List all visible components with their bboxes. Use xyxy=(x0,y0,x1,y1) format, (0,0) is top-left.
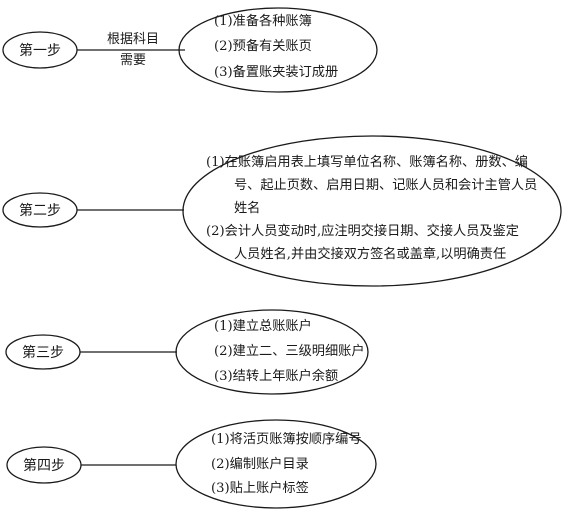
step-4-detail-ellipse xyxy=(175,419,377,509)
step-1-group: 第一步 根据科目 需要 (1)准备各种账簿 (2)预备有关账页 (3)备置账夹装… xyxy=(2,7,378,93)
step-3-label: 第三步 xyxy=(22,344,64,361)
step-4-group: 第四步 (1)将活页账簿按顺序编号 (2)编制账户目录 (3)贴上账户标签 xyxy=(6,419,377,509)
step-4-item-3: (3)贴上账户标签 xyxy=(211,479,309,496)
step-4-label: 第四步 xyxy=(23,457,65,474)
step-3-detail-ellipse xyxy=(175,309,369,395)
step-1-item-3: (3)备置账夹装订成册 xyxy=(214,63,338,80)
step-2-item-1-line-3: 姓名 xyxy=(234,200,260,216)
step-3-item-1: (1)建立总账账户 xyxy=(214,317,312,334)
step-2-item-1-line-2: 号、起止页数、启用日期、记账人员和会计主管人员 xyxy=(234,177,537,193)
step-3-group: 第三步 (1)建立总账账户 (2)建立二、三级明细账户 (3)结转上年账户余额 xyxy=(5,309,369,395)
step-2-item-2-line-2: 人员姓名,并由交接双方签名或盖章,以明确责任 xyxy=(234,245,506,262)
step-4-item-1: (1)将活页账簿按顺序编号 xyxy=(211,431,362,447)
step-1-item-1: (1)准备各种账簿 xyxy=(214,12,312,29)
step-3-item-3: (3)结转上年账户余额 xyxy=(214,367,338,384)
step-1-item-2: (2)预备有关账页 xyxy=(214,37,312,54)
step-1-label: 第一步 xyxy=(19,42,61,59)
step-2-item-2-line-1: (2)会计人员变动时,应注明交接日期、交接人员及鉴定 xyxy=(206,222,519,239)
step-2-group: 第二步 (1)在账簿启用表上填写单位名称、账簿名称、册数、编 号、起止页数、启用… xyxy=(2,135,562,287)
step-4-item-2: (2)编制账户目录 xyxy=(211,455,309,472)
step-2-detail-ellipse xyxy=(182,135,562,287)
step-2-label: 第二步 xyxy=(19,202,61,219)
step-2-item-1-line-1: (1)在账簿启用表上填写单位名称、账簿名称、册数、编 xyxy=(206,154,528,170)
step-1-note-line-2: 需要 xyxy=(120,53,146,68)
step-3-item-2: (2)建立二、三级明细账户 xyxy=(214,342,365,359)
step-1-note-line-1: 根据科目 xyxy=(107,32,159,47)
step-1-detail-ellipse xyxy=(178,7,378,93)
